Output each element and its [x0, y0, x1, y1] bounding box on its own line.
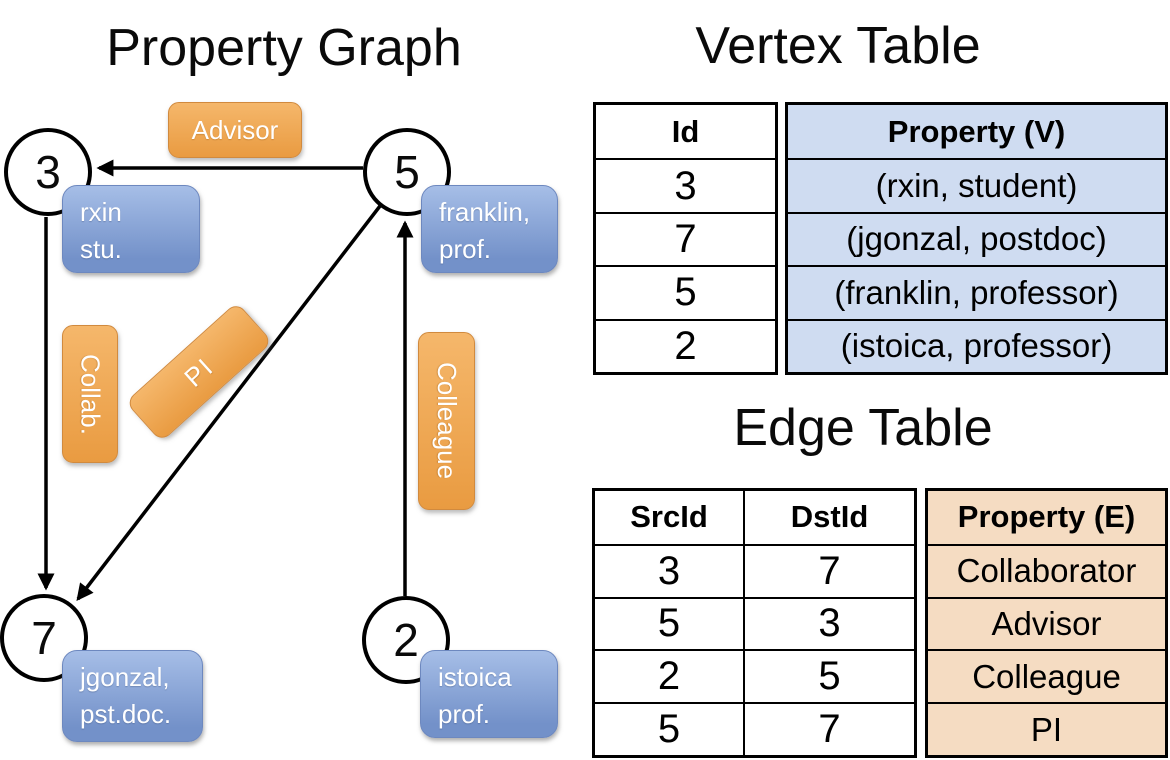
edge-table-property-header: Property (E): [928, 491, 1165, 544]
edge-label-colleague: Colleague: [418, 332, 475, 510]
property-graph-title: Property Graph: [106, 19, 462, 77]
vertex-id-7: 7: [31, 612, 57, 664]
edge-table-dstid-header: DstId: [743, 491, 914, 544]
vertex-property-line2: prof.: [438, 699, 491, 729]
table-cell: 3: [743, 598, 914, 650]
vertex-id-2: 2: [393, 614, 419, 666]
vertex-table-title: Vertex Table: [695, 17, 981, 75]
edge-label-collab: Collab.: [62, 325, 118, 463]
table-cell: 7: [743, 545, 914, 597]
vertex-property-line2: stu.: [80, 234, 122, 264]
vertex-id-3: 3: [35, 146, 61, 198]
table-cell: 5: [596, 265, 775, 318]
vertex-table-property-header: Property (V): [788, 105, 1165, 159]
table-cell: (franklin, professor): [788, 265, 1165, 319]
table-cell: (istoica, professor): [788, 318, 1165, 372]
edge-pi-5-to-7: [76, 204, 382, 602]
vertex-property-line1: franklin,: [439, 197, 531, 227]
vertex-property-line1: jgonzal,: [80, 662, 170, 692]
vertex-property-box-3: rxin stu.: [62, 185, 200, 273]
table-cell: Colleague: [928, 649, 1165, 703]
table-cell: 3: [657, 548, 681, 593]
vertex-property-box-7: jgonzal, pst.doc.: [62, 650, 203, 742]
edge-table-id-columns: SrcId DstId 3 7 5 3 2 5 5 7: [592, 488, 917, 758]
graph-edges: [37, 159, 414, 602]
vertex-table-id-header: Id: [671, 113, 700, 149]
table-cell: (jgonzal, postdoc): [788, 211, 1165, 266]
edge-table-property-column: Property (E) Collaborator Advisor Collea…: [925, 488, 1168, 758]
edge-table-srcid-header: SrcId: [630, 499, 708, 535]
vertex-property-line1: istoica: [438, 662, 512, 692]
table-cell: 7: [596, 211, 775, 265]
table-cell: 5: [743, 651, 914, 703]
edge-table-title: Edge Table: [733, 399, 993, 457]
table-cell: (rxin, student): [788, 158, 1165, 212]
vertex-circle-2: 2: [362, 596, 450, 684]
table-cell: 7: [743, 704, 914, 755]
table-cell: 5: [657, 707, 681, 752]
vertex-table-property-column: Property (V) (rxin, student) (jgonzal, p…: [785, 102, 1168, 375]
table-cell: 2: [657, 654, 681, 699]
edge-label-advisor: Advisor: [168, 102, 302, 158]
vertex-property-line2: pst.doc.: [80, 699, 172, 729]
table-cell: Collaborator: [928, 543, 1165, 597]
table-cell: Advisor: [928, 596, 1165, 650]
table-cell: 2: [596, 318, 775, 372]
vertex-property-line2: prof.: [439, 234, 492, 264]
vertex-property-box-5: franklin, prof.: [421, 185, 558, 273]
table-cell: 3: [596, 158, 775, 211]
table-cell: PI: [928, 702, 1165, 755]
vertex-table-id-column: Id 3 7 5 2: [593, 102, 778, 375]
vertex-circle-5: 5: [363, 128, 451, 216]
vertex-id-5: 5: [394, 146, 420, 198]
vertex-property-box-2: istoica prof.: [420, 650, 558, 738]
table-cell: 5: [657, 601, 681, 646]
vertex-property-line1: rxin: [80, 197, 122, 227]
